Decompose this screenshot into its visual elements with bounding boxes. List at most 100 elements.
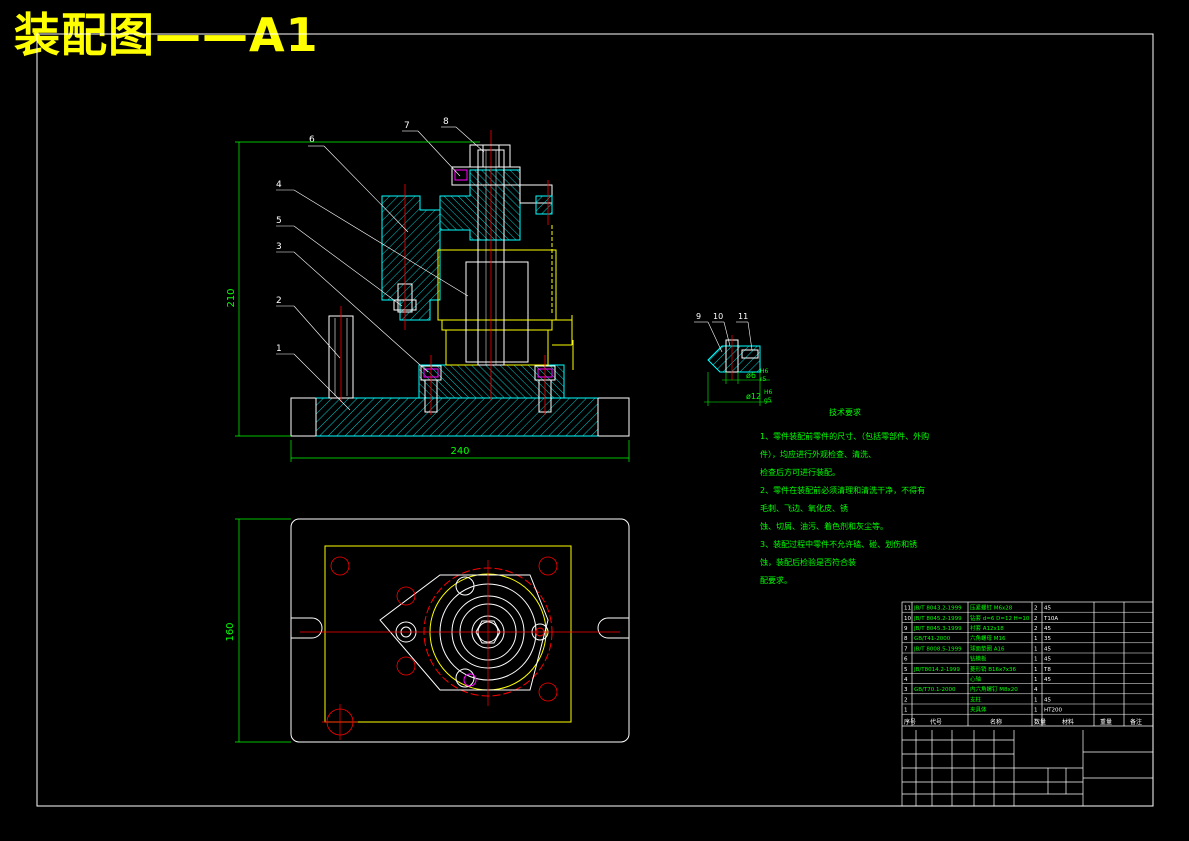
detail-dim-d2: ø12	[746, 392, 761, 401]
bom-cell-mat: 45	[1044, 606, 1051, 612]
bom-cell-name: 夹具体	[970, 706, 987, 714]
bom-cell-no: 6	[904, 657, 908, 663]
part-label-7: 7	[404, 121, 410, 131]
part-label-10: 10	[713, 312, 723, 321]
bom-header-mat: 材料	[1062, 718, 1074, 726]
plan-dimensions	[235, 518, 291, 743]
bom-cell-code: GB/T41-2000	[914, 636, 951, 642]
front-dimensions	[235, 141, 630, 462]
bom-cell-code: JB/T 8045.3-1999	[913, 626, 962, 632]
plan-outline	[290, 518, 630, 743]
bom-cell-qty: 2	[1034, 616, 1038, 622]
mandrel	[437, 249, 557, 321]
detail-dim-d2-fit2: g5	[764, 397, 772, 404]
bom-cell-no: 5	[904, 667, 908, 673]
detail-dim-d1-fit: H6	[760, 368, 769, 375]
bom-header-code: 代号	[930, 718, 942, 726]
bom-header-no: 序号	[904, 718, 916, 726]
bom-cell-qty: 2	[1034, 606, 1038, 612]
bom-cell-name: 衬套 A12x18	[970, 624, 1004, 632]
bom-cell-name: 菱形销 B16x7x36	[970, 665, 1017, 673]
cap-screw-left	[420, 355, 442, 415]
detail-dim-d1-fit2: r5	[760, 376, 766, 383]
part-label-8: 8	[443, 117, 449, 127]
detail-dim-d2-fit: H6	[764, 389, 773, 396]
bom-header-qty: 数量	[1034, 718, 1046, 726]
bom-cell-qty: 1	[1034, 697, 1038, 703]
bom-cell-qty: 1	[1034, 667, 1038, 673]
cap-screw-right	[534, 355, 556, 415]
bom-cell-mat: 45	[1044, 697, 1051, 703]
bom-cell-name: 钻模板	[970, 655, 987, 663]
tech-note-line: 2、零件在装配前必须清理和清洗干净，不得有毛刺、飞边、氧化皮、锈	[760, 486, 926, 513]
bom-cell-qty: 1	[1034, 708, 1038, 714]
tech-note-line: 蚀、切屑、油污、着色剂和灰尘等。	[760, 522, 888, 531]
bom-cell-name: 压紧螺钉 M6x28	[970, 604, 1013, 612]
dim-width: 240	[450, 446, 469, 457]
tech-notes: 技术要求 1、零件装配前零件的尺寸、（包括零部件、外购件），均应进行外观检查、清…	[760, 404, 930, 590]
bom-cell-code: JB/T 8045.2-1999	[913, 616, 962, 622]
bom-cell-no: 11	[904, 606, 911, 612]
bom-cell-no: 3	[904, 687, 908, 693]
dim-plan-height: 160	[225, 622, 236, 641]
drawing-title: 装配图——A1	[14, 8, 319, 62]
bom-cell-code: JB/T8014.2-1999	[913, 667, 960, 673]
part-label-6: 6	[309, 135, 315, 145]
drawing-border	[36, 33, 1154, 807]
bom-cell-code: JB/T 8008.5-1999	[913, 646, 962, 652]
bom-cell-no: 4	[904, 677, 908, 683]
bom-cell-qty: 1	[1034, 646, 1038, 652]
bom-cell-name: 钻套 d=6 D=12 H=10	[970, 614, 1030, 622]
bom-cell-code: JB/T 8043.2-1999	[913, 606, 962, 612]
part-label-4: 4	[276, 180, 282, 190]
bom-cell-mat: T8	[1043, 667, 1051, 673]
leader-lines	[276, 126, 485, 411]
bom-cell-no: 1	[904, 708, 908, 714]
base-plate	[418, 364, 565, 399]
part-label-9: 9	[696, 312, 701, 321]
detail-dim-d1: ø6	[746, 371, 756, 380]
bom-cell-mat: 45	[1044, 626, 1051, 632]
bom-cell-name: 支柱	[970, 695, 982, 703]
bom-cell-code: GB/T70.1-2000	[914, 687, 956, 693]
front-view: 1 2 3 4 5 6 7 8 210 240	[226, 117, 630, 462]
plan-view: 160	[225, 518, 630, 743]
detail-view: 9 10 11 ø6 H6 r5 ø12 H6 g5	[694, 312, 773, 406]
part-label-5: 5	[276, 216, 282, 226]
bom-cell-no: 9	[904, 626, 908, 632]
bom-cell-mat: 45	[1044, 646, 1051, 652]
washer	[451, 166, 521, 186]
bom-cell-mat: HT200	[1044, 708, 1062, 714]
tech-note-line: 3、装配过程中零件不允许磕、碰、划伤和锈蚀，装配后检验是否符合装	[760, 540, 918, 567]
part-label-1: 1	[276, 344, 282, 354]
bom-header-name: 名称	[990, 718, 1002, 726]
tech-note-line: 配要求。	[760, 576, 792, 585]
bom-header-weight: 重量	[1100, 718, 1112, 726]
dim-height: 210	[226, 288, 237, 307]
bom-cell-mat: T10A	[1043, 616, 1058, 622]
bom-cell-qty: 1	[1034, 657, 1038, 663]
bom-cell-qty: 2	[1034, 626, 1038, 632]
bom-cell-mat: 45	[1044, 677, 1051, 683]
bom-cell-no: 2	[904, 697, 908, 703]
bom-cell-name: 球面垫圈 A16	[970, 644, 1005, 652]
bom-cell-no: 10	[904, 616, 911, 622]
bom-cell-name: 心轴	[970, 675, 982, 683]
bom-cell-mat: 35	[1044, 636, 1051, 642]
bom-cell-no: 8	[904, 636, 908, 642]
bom-cell-qty: 1	[1034, 636, 1038, 642]
bom-cell-name: 内六角螺钉 M8x20	[970, 685, 1018, 693]
tech-note-line: 1、零件装配前零件的尺寸、（包括零部件、外购件），均应进行外观检查、清洗、	[760, 432, 930, 459]
bom-cell-mat: 45	[1044, 657, 1051, 663]
part-label-2: 2	[276, 296, 282, 306]
bom-cell-name: 六角螺母 M16	[970, 634, 1006, 642]
bom-cell-qty: 1	[1034, 677, 1038, 683]
bom-cell-no: 7	[904, 646, 908, 652]
bom-cell-qty: 4	[1034, 687, 1038, 693]
part-label-3: 3	[276, 242, 282, 252]
part-label-11: 11	[738, 312, 748, 321]
tech-notes-heading: 技术要求	[829, 408, 861, 417]
bom-header-remark: 备注	[1130, 718, 1142, 726]
